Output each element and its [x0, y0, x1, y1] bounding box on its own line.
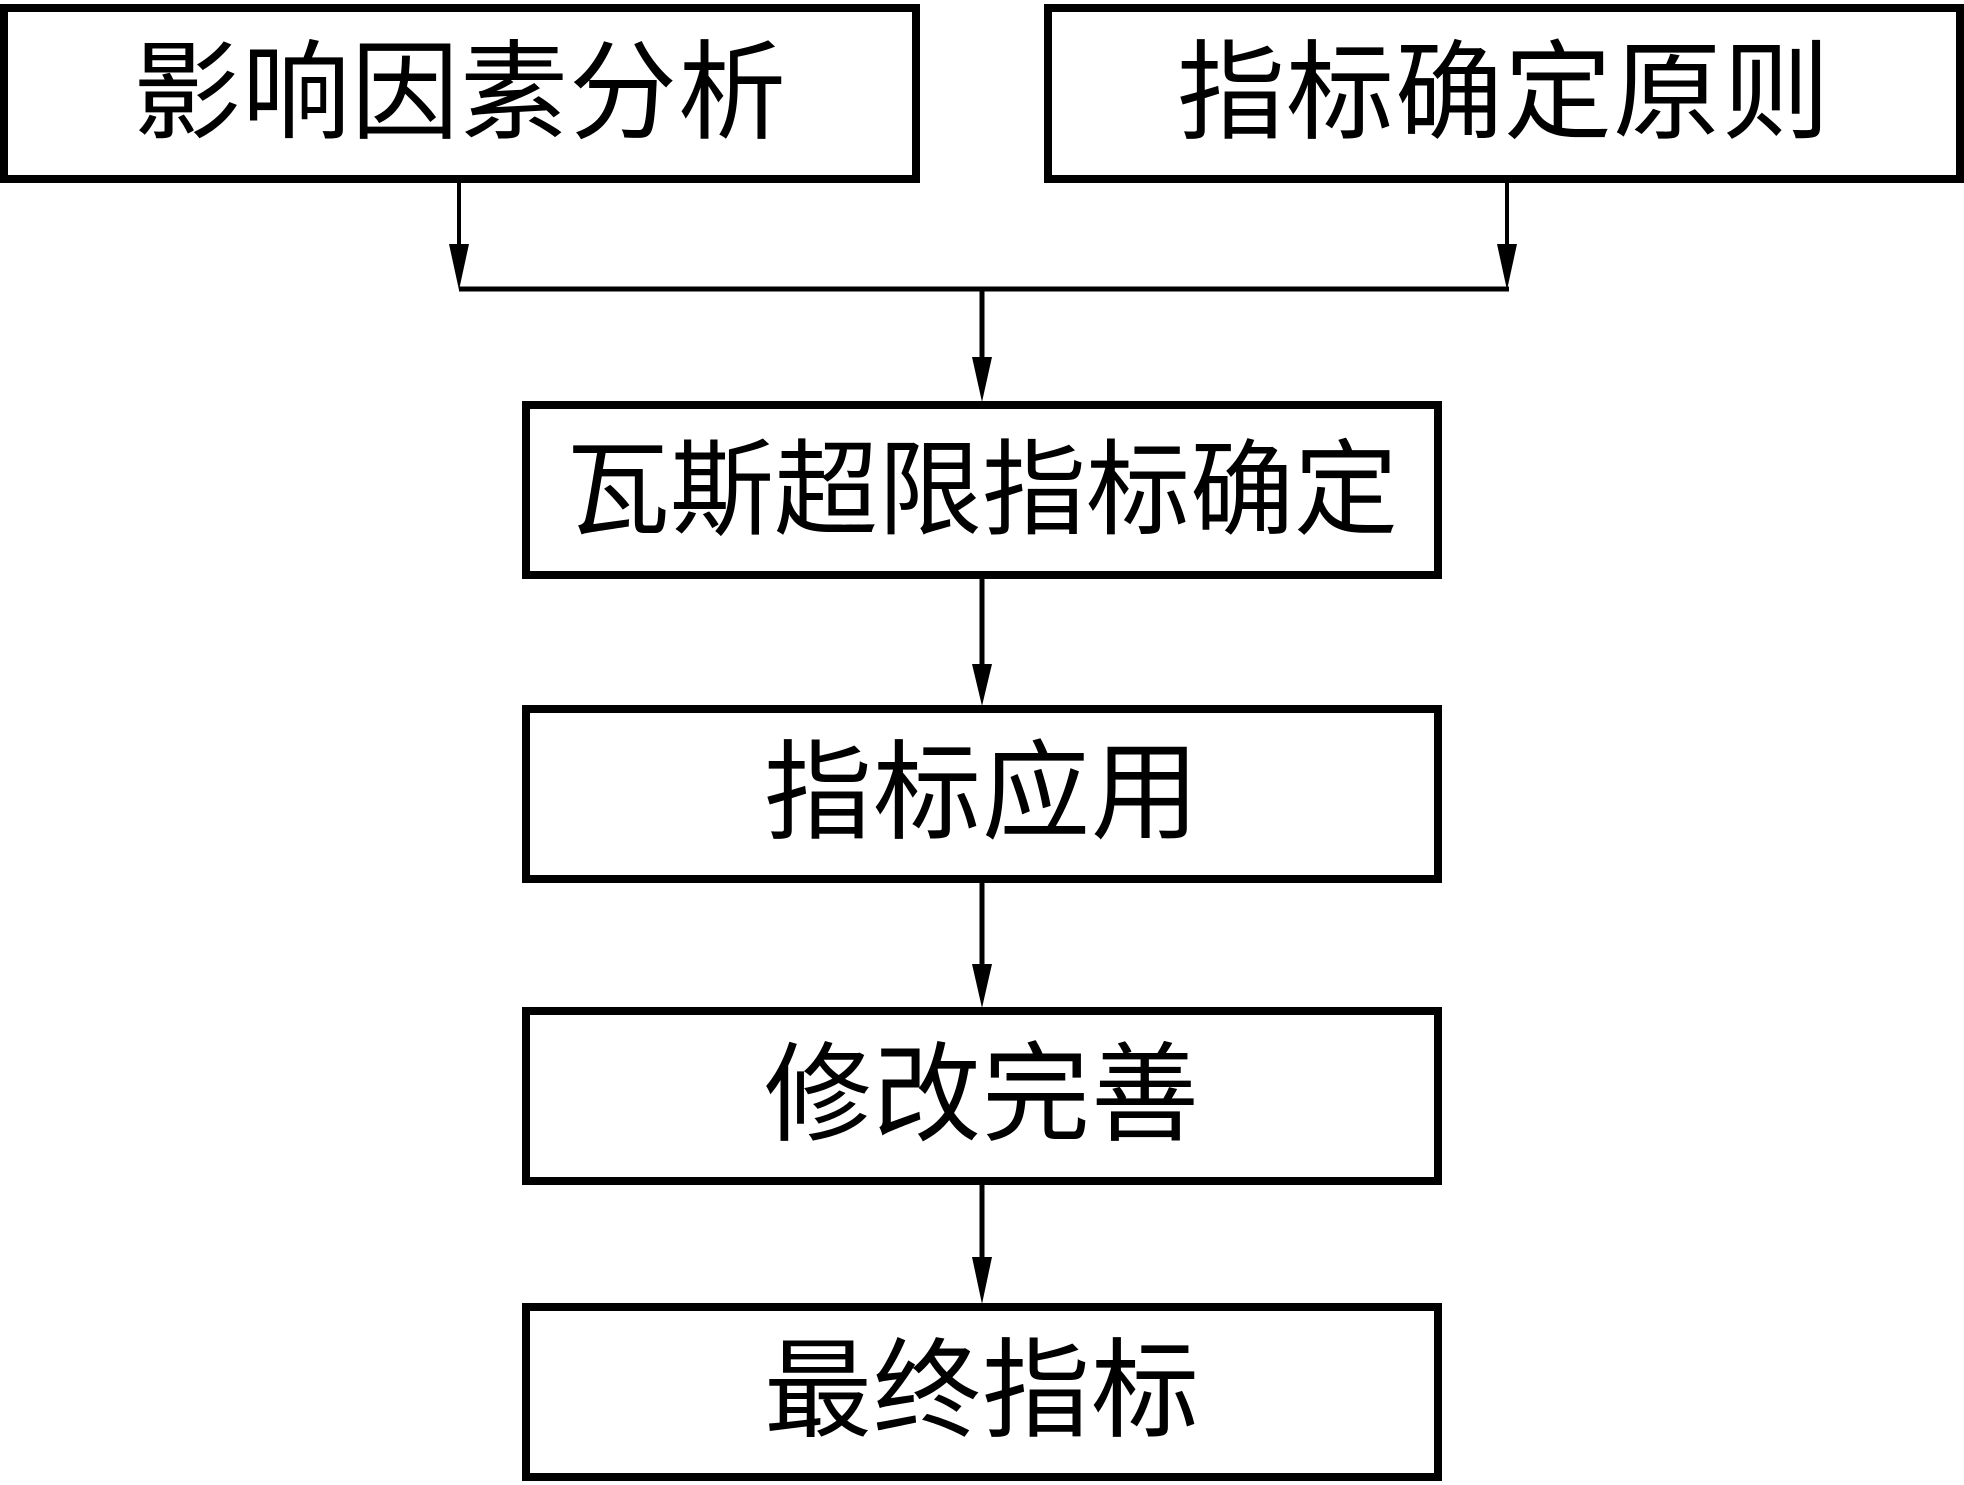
edge-n4-n5-arrowhead	[972, 964, 992, 1008]
edge-n2-arrowhead	[1497, 244, 1517, 290]
node-influencing-factor-analysis: 影响因素分析	[0, 4, 920, 183]
node-label: 瓦斯超限指标确定	[565, 429, 1398, 551]
node-index-determination-principles: 指标确定原则	[1044, 4, 1964, 183]
node-label: 修改完善	[763, 1033, 1200, 1158]
edge-n1-arrowhead	[449, 244, 469, 290]
node-gas-overlimit-index-determination: 瓦斯超限指标确定	[522, 401, 1442, 579]
edge-merge-to-n3-arrowhead	[972, 357, 992, 402]
node-final-index: 最终指标	[522, 1303, 1442, 1481]
node-label: 指标确定原则	[1176, 30, 1831, 156]
edge-n3-n4-arrowhead	[972, 664, 992, 706]
node-index-application: 指标应用	[522, 705, 1442, 883]
edge-n5-n6-arrowhead	[972, 1257, 992, 1304]
node-revision-improvement: 修改完善	[522, 1007, 1442, 1185]
node-label: 影响因素分析	[132, 30, 787, 156]
node-label: 最终指标	[763, 1329, 1200, 1454]
node-label: 指标应用	[763, 731, 1200, 856]
